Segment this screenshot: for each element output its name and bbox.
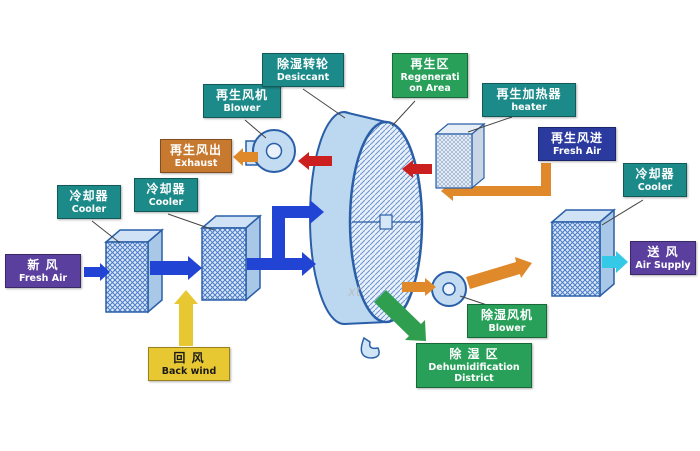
label-back-wind: 回 风 Back wind	[148, 347, 230, 381]
regen-blower-hub	[265, 142, 283, 160]
label-cooler-right-en: Cooler	[637, 182, 673, 193]
duct-vertical-riser	[272, 206, 285, 270]
label-fresh-air-in: 新 风 Fresh Air	[5, 254, 81, 288]
cooler-box-right-side	[599, 208, 615, 298]
regen-blower-shape	[245, 129, 296, 173]
arrow-blower-to-exhaust	[233, 148, 258, 166]
arrow-back-wind-up	[174, 290, 198, 346]
label-air-supply-en: Air Supply	[635, 260, 691, 271]
label-cooler-1: 冷却器 Cooler	[57, 185, 121, 219]
cooler-box-2-front	[201, 227, 247, 301]
regen-duct-horizontal	[453, 186, 551, 196]
leader-desiccant	[302, 88, 346, 119]
label-regen-blower-en: Blower	[223, 103, 261, 114]
heater-box-side	[471, 122, 485, 190]
label-dehumid-blower-en: Blower	[488, 323, 526, 334]
label-exhaust-en: Exhaust	[174, 158, 218, 169]
label-cooler-2-zh: 冷却器	[146, 182, 186, 196]
arrow-blower-to-cooler-right	[466, 257, 532, 289]
cooler-box-1-front	[105, 241, 149, 313]
arrow-wheel-to-regen-blower	[298, 152, 332, 170]
label-dehumid-blower: 除湿风机 Blower	[467, 304, 547, 338]
label-regen-area-en2: on Area	[409, 83, 451, 94]
label-exhaust-zh: 再生风出	[169, 143, 222, 157]
label-dehumid-district-en2: District	[454, 373, 494, 384]
flow-arrows	[84, 148, 628, 346]
label-regen-blower-zh: 再生风机	[215, 88, 268, 102]
label-cooler-right-zh: 冷却器	[635, 167, 675, 181]
arrow-cooler1-to-cooler2	[150, 256, 202, 280]
wheel-body-bottom-edge	[343, 321, 387, 325]
label-regen-blower: 再生风机 Blower	[203, 84, 281, 118]
leader-regen-blower	[244, 119, 267, 139]
label-cooler-2-en: Cooler	[148, 197, 184, 208]
wheel-body-top-edge	[343, 111, 387, 123]
arrow-into-wheel-upper	[285, 200, 324, 224]
label-heater-en: heater	[511, 102, 547, 113]
label-regen-area-en1: Regenerati	[400, 72, 460, 83]
label-back-wind-zh: 回 风	[173, 351, 205, 365]
label-cooler-1-en: Cooler	[71, 204, 107, 215]
cooler-box-2	[199, 214, 263, 302]
label-air-supply: 送 风 Air Supply	[630, 241, 696, 275]
label-dehumid-district: 除 湿 区 Dehumidification District	[416, 343, 532, 388]
arrow-cooler-to-air-supply	[602, 251, 628, 273]
label-desiccant: 除湿转轮 Desiccant	[262, 53, 344, 87]
label-back-wind-en: Back wind	[161, 366, 217, 377]
label-dehumid-blower-zh: 除湿风机	[480, 308, 533, 322]
desiccant-wheel-shape	[309, 111, 424, 359]
label-desiccant-zh: 除湿转轮	[276, 57, 329, 71]
label-fresh-air-in-zh: 新 风	[27, 258, 59, 272]
wheel-hub	[379, 214, 393, 230]
leader-heater	[467, 116, 513, 133]
label-dehumid-district-en1: Dehumidification	[428, 362, 520, 373]
label-heater-zh: 再生加热器	[496, 87, 562, 101]
cooler-box-right	[549, 208, 617, 298]
label-heater: 再生加热器 heater	[482, 83, 576, 117]
label-exhaust: 再生风出 Exhaust	[160, 139, 232, 173]
wheel-ribbon-decoration	[360, 336, 380, 359]
label-cooler-right: 冷却器 Cooler	[623, 163, 687, 197]
label-air-supply-zh: 送 风	[647, 245, 679, 259]
label-desiccant-en: Desiccant	[276, 72, 330, 83]
dehumid-blower-hub	[442, 282, 456, 296]
leader-cooler-right	[601, 199, 644, 226]
label-fresh-air-in-en: Fresh Air	[18, 273, 68, 284]
label-regen-area-zh: 再生区	[410, 57, 450, 71]
regen-duct-vertical	[541, 163, 551, 191]
heater-box-front	[435, 133, 473, 189]
arrow-into-wheel-lower	[285, 252, 316, 276]
arrow-wheel-to-dehumid-blower	[402, 278, 436, 296]
heater-box	[434, 122, 486, 190]
watermark-text: xt	[347, 285, 362, 300]
label-cooler-2: 冷却器 Cooler	[134, 178, 198, 212]
leader-regen-area	[391, 100, 416, 127]
label-cooler-1-zh: 冷却器	[69, 189, 109, 203]
label-regen-fresh-air-en: Fresh Air	[552, 146, 602, 157]
leader-cooler1	[91, 220, 121, 244]
leader-cooler2	[167, 213, 215, 231]
arrow-fresh-air-to-cooler1	[84, 263, 110, 281]
cooler-box-right-front	[551, 221, 601, 297]
arrow-heater-to-wheel	[402, 160, 432, 178]
label-dehumid-district-zh: 除 湿 区	[449, 347, 499, 361]
arrow-wheel-to-dehumid-district	[374, 290, 426, 341]
label-regen-fresh-air: 再生风进 Fresh Air	[538, 127, 616, 161]
label-regen-area: 再生区 Regenerati on Area	[392, 53, 468, 98]
dehumid-blower-shape	[431, 271, 467, 307]
label-regen-fresh-air-zh: 再生风进	[550, 131, 603, 145]
